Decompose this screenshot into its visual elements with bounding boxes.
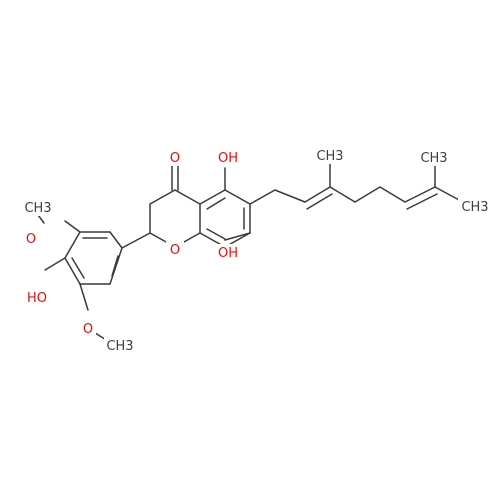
terminal-methyl-top-label: CH3 (420, 151, 447, 166)
hydroxyl-7-label: OH (218, 246, 238, 261)
ring-b (64, 231, 151, 285)
ring-a (199, 189, 251, 248)
methoxy-top-methyl-label: CH3 (24, 201, 51, 216)
geranyl-chain (249, 162, 462, 210)
methoxy-bottom-oxygen-label: O (83, 322, 93, 337)
hydroxyl-4prime-label: HO (27, 291, 47, 306)
chain-methyl-label: CH3 (316, 149, 343, 164)
terminal-methyl-bottom-label: CH3 (461, 200, 488, 215)
ring-oxygen-label: O (170, 243, 180, 258)
atom-labels: O OH OH O HO O CH3 O CH3 CH3 CH3 CH3 (22, 146, 492, 354)
hydroxyl-5-label: OH (218, 151, 238, 166)
ring-c (149, 165, 201, 248)
ring-b-substituents (34, 210, 109, 342)
methoxy-top-oxygen-label: O (26, 232, 36, 247)
ketone-oxygen-label: O (170, 151, 180, 166)
methoxy-bottom-methyl-label: CH3 (106, 339, 133, 354)
